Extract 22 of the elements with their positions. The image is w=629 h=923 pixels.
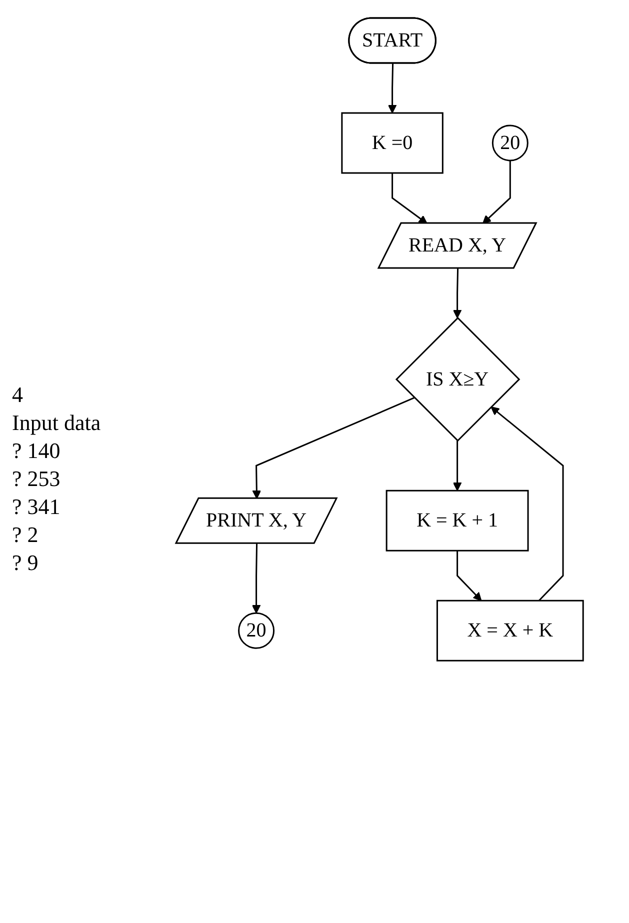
arrow [452,268,462,318]
note-text: 4 [12,382,24,408]
note-text: ? 140 [12,438,62,464]
node-box: K =0 [341,112,444,174]
note-text: ? 2 [12,522,40,548]
node-circle: 20 [238,612,274,649]
note-text: ? 341 [12,494,62,520]
arrow [490,406,564,602]
arrow [452,440,462,492]
note-text: Input data [12,410,102,436]
arrow [391,173,428,224]
node-circle: 20 [492,124,528,162]
node-box: X = X + K [436,600,584,662]
node-box: K = K + 1 [386,490,529,552]
arrow [388,63,397,114]
note-text: ? 253 [12,466,62,492]
arrow [456,550,482,602]
node-diamond: IS X≥Y [395,316,520,442]
arrow [482,160,511,224]
arrow [252,397,415,500]
note-text: ? 9 [12,550,40,576]
arrow [252,544,261,614]
